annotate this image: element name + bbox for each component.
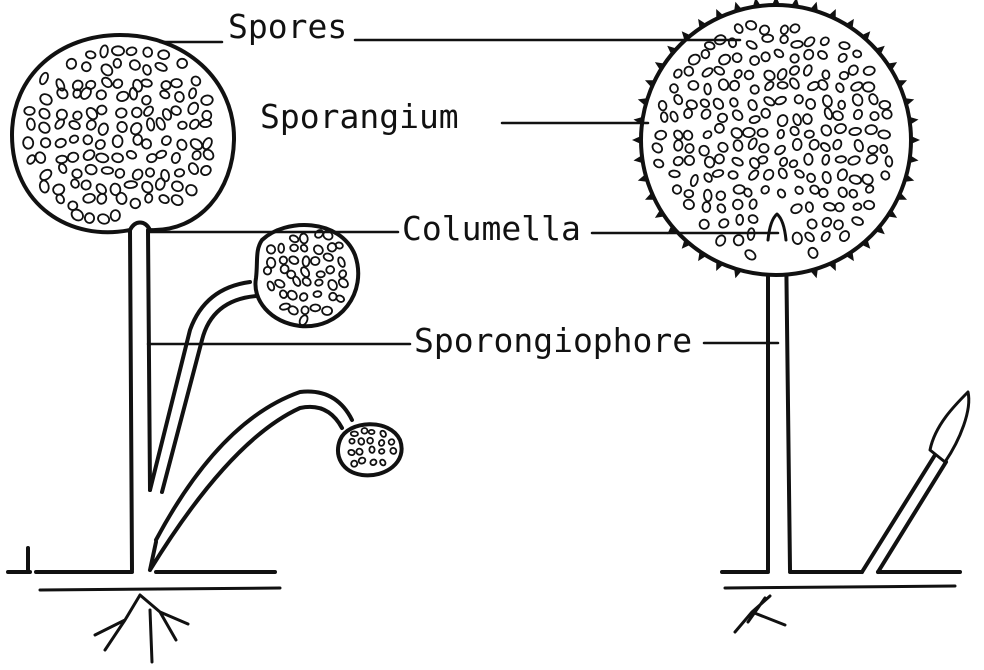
left-small-sporangium (338, 424, 402, 475)
label-columella: Columella (402, 209, 581, 248)
label-sporangium: Sporangium (260, 97, 459, 136)
spine (909, 155, 919, 163)
left-large-sporangium (12, 35, 234, 232)
spine (634, 155, 644, 163)
right-large-sporangium (632, 0, 920, 278)
right-substrate (722, 572, 960, 632)
right-main-stalk (768, 240, 790, 570)
right-specimen (632, 0, 969, 632)
left-main-stalk (130, 230, 150, 570)
spine (911, 136, 920, 144)
spine (909, 117, 919, 125)
spine (772, 0, 780, 5)
left-medium-sporangium (255, 225, 358, 327)
right-young-sporangium (930, 392, 969, 462)
spine (753, 0, 761, 7)
label-spores: Spores (228, 7, 347, 46)
right-young-branch (862, 455, 946, 572)
label-sporangiophore: Sporongiophore (414, 321, 692, 360)
left-substrate (8, 548, 280, 662)
spine (632, 136, 641, 144)
left-branch-upper (150, 282, 256, 492)
spine (791, 0, 799, 7)
